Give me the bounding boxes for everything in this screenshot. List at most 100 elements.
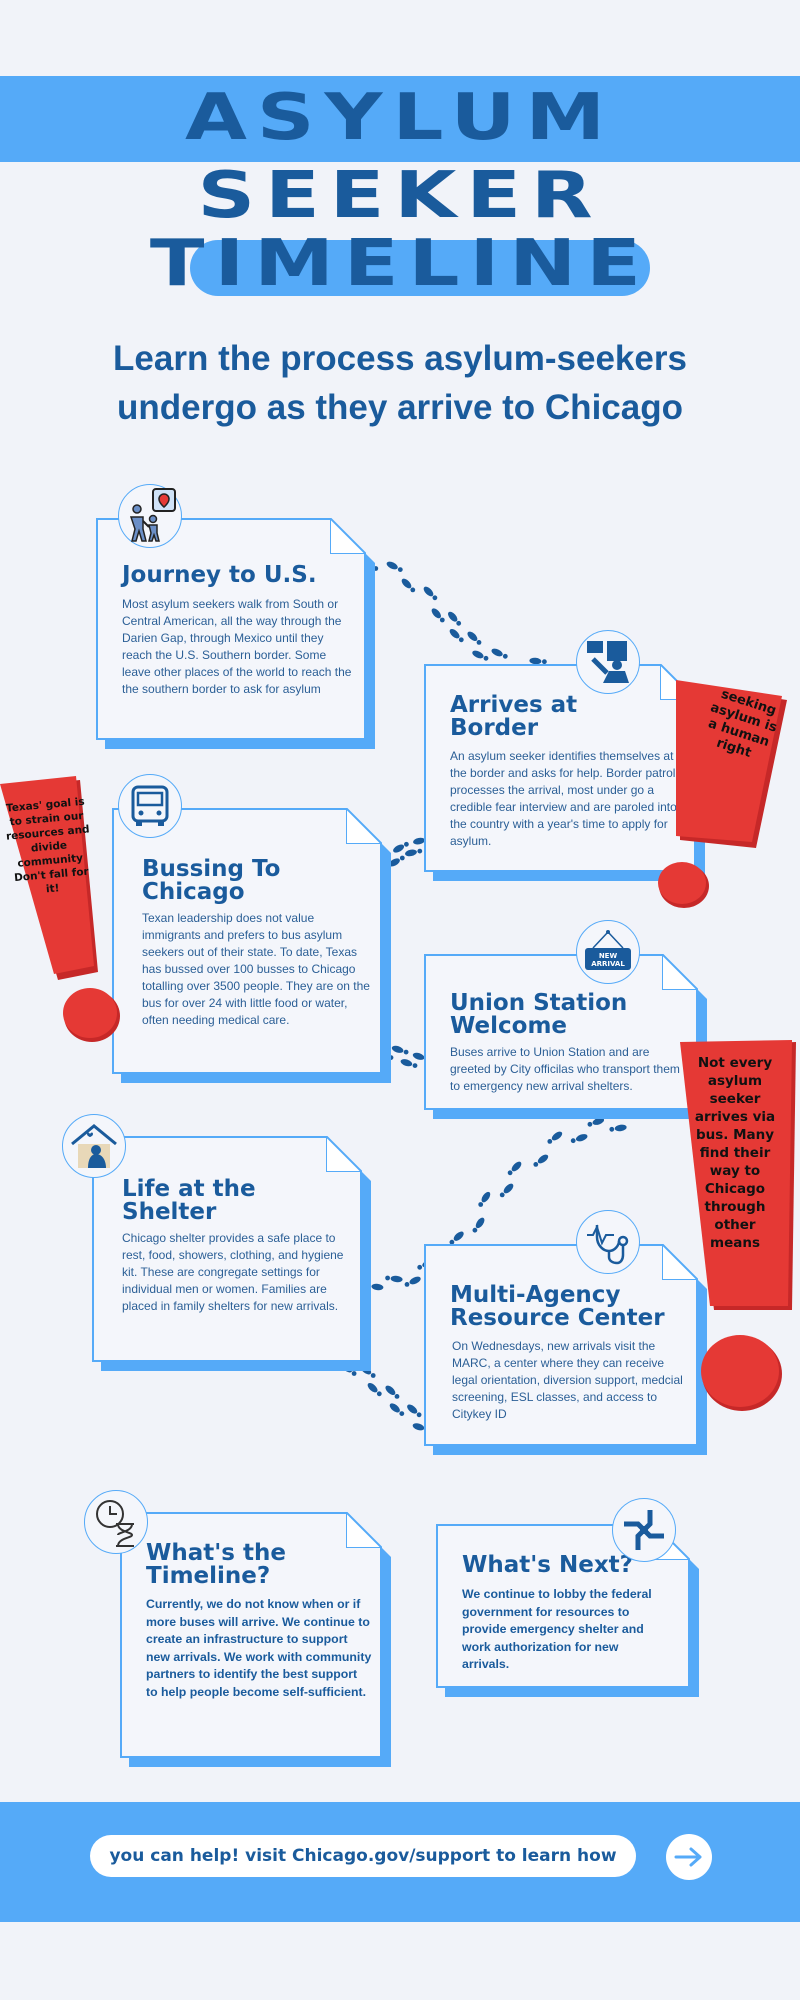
footprint (400, 1059, 413, 1067)
footprint-heel (399, 1411, 405, 1416)
footprint-heel (399, 855, 405, 861)
card-journey-heading: Journey to U.S. (122, 562, 317, 588)
footprint (391, 1045, 404, 1053)
card-marc: Multi-Agency Resource Center On Wednesda… (424, 1244, 698, 1446)
footprint (472, 650, 484, 659)
subtitle: Learn the process asylum-seekers undergo… (113, 339, 687, 427)
title-line-2: SEEKER (197, 159, 603, 233)
footprint-heel (404, 841, 409, 847)
card-shelter: Life at the Shelter Chicago shelter prov… (92, 1136, 362, 1362)
footprint-heel (476, 640, 482, 645)
footprint (475, 1217, 485, 1229)
callout-right-bottom-text: Not every asylum seeker arrives via bus.… (694, 1055, 776, 1251)
border-officer-icon (576, 630, 640, 694)
card-union-heading: Union Station Welcome (450, 990, 628, 1039)
footprint (371, 1283, 384, 1291)
footprint (389, 1403, 400, 1413)
footprint-heel (458, 637, 464, 643)
card-journey-body: Most asylum seekers walk from South or C… (122, 597, 352, 696)
footprint (367, 1383, 378, 1393)
footprint-heel (397, 567, 403, 572)
footprint (511, 1161, 522, 1172)
footprint (407, 1404, 418, 1414)
footprint (386, 561, 398, 570)
stethoscope-icon (576, 1210, 640, 1274)
footprint-heel (533, 1162, 539, 1167)
footprint (491, 648, 503, 657)
card-marc-body: On Wednesdays, new arrivals visit the MA… (452, 1339, 683, 1421)
footprint-heel (370, 1373, 376, 1378)
card-shelter-heading: Life at the Shelter (122, 1176, 256, 1225)
bus-icon (118, 774, 182, 838)
card-bussing-heading: Bussing To Chicago (142, 856, 281, 905)
card-next-body: We continue to lobby the federal governm… (462, 1587, 652, 1671)
footprint (385, 1385, 396, 1395)
footprint (448, 611, 458, 622)
footprint-heel (472, 1227, 478, 1233)
footprint (453, 1231, 464, 1241)
arrow-right-icon[interactable] (666, 1834, 712, 1880)
footprint-heel (502, 653, 508, 659)
footprint-heel (609, 1126, 615, 1132)
exclamation-right-bottom (680, 1040, 796, 1411)
title-line-1: ASYLUM (184, 81, 616, 155)
footprint-heel (570, 1138, 576, 1144)
footprint (393, 844, 405, 853)
new-arrival-sign-icon: NEW ARRIVAL (576, 920, 640, 984)
footprint (449, 629, 460, 639)
exclamation-right-top (658, 680, 787, 908)
card-timeline: What's the Timeline? Currently, we do no… (120, 1512, 382, 1758)
card-next-heading: What's Next? (462, 1552, 634, 1578)
footprint-heel (417, 1264, 423, 1270)
card-border-body: An asylum seeker identifies themselves a… (450, 749, 677, 848)
svg-text:ARRIVAL: ARRIVAL (591, 960, 625, 968)
footprint (481, 1191, 491, 1203)
title-line-3: TIMELINE (149, 227, 651, 301)
footprint-heel (410, 587, 416, 593)
footprint-heel (385, 1275, 390, 1281)
card-border-heading: Arrives at Border (450, 692, 578, 741)
footprint-heel (547, 1139, 553, 1144)
shelter-house-icon (62, 1114, 126, 1178)
footprint (409, 1276, 421, 1285)
footprint (537, 1154, 549, 1164)
card-next: What's Next? We continue to lobby the fe… (436, 1524, 690, 1688)
footprint (390, 1275, 403, 1283)
footprint-heel (404, 1282, 410, 1287)
footprint-heel (507, 1170, 513, 1176)
footprint-heel (483, 655, 489, 661)
footprint-heel (351, 1371, 357, 1376)
footprint (431, 608, 441, 619)
title-highlight (190, 240, 650, 296)
footprint-heel (416, 1412, 422, 1418)
footprint-heel (394, 1394, 400, 1399)
card-journey: Journey to U.S. Most asylum seekers walk… (96, 518, 366, 740)
footprint-heel (432, 595, 438, 601)
footprint-heel (376, 1391, 382, 1397)
clock-hourglass-icon (84, 1490, 148, 1554)
cta-link[interactable]: you can help! visit Chicago.gov/support … (90, 1835, 636, 1877)
footprint-heel (499, 1192, 505, 1198)
footprint (575, 1134, 588, 1142)
card-marc-heading: Multi-Agency Resource Center (450, 1282, 665, 1331)
footprint (423, 586, 434, 597)
footprint-heel (456, 620, 462, 626)
exclamation-left (0, 776, 120, 1042)
migrants-location-icon (118, 484, 182, 548)
footprint (467, 631, 478, 641)
new-arrival-sign-text: NEW (599, 952, 618, 960)
card-bussing-body: Texan leadership does not value immigran… (142, 911, 370, 1027)
card-timeline-heading: What's the Timeline? (146, 1540, 286, 1589)
footprint (401, 578, 412, 589)
footprint-heel (478, 1202, 484, 1207)
footprint-heel (439, 617, 445, 623)
footprint-heel (587, 1121, 593, 1127)
footprint-heel (412, 1063, 418, 1068)
footprint (503, 1183, 514, 1194)
card-union-body: Buses arrive to Union Station and are gr… (450, 1045, 680, 1093)
card-bussing: Bussing To Chicago Texan leadership does… (112, 808, 382, 1074)
callout-left-text: Texas' goal is to strain our resources a… (5, 795, 91, 896)
footprint-heel (417, 848, 423, 854)
footprint-heel (403, 1049, 409, 1055)
card-shelter-body: Chicago shelter provides a safe place to… (122, 1231, 344, 1313)
